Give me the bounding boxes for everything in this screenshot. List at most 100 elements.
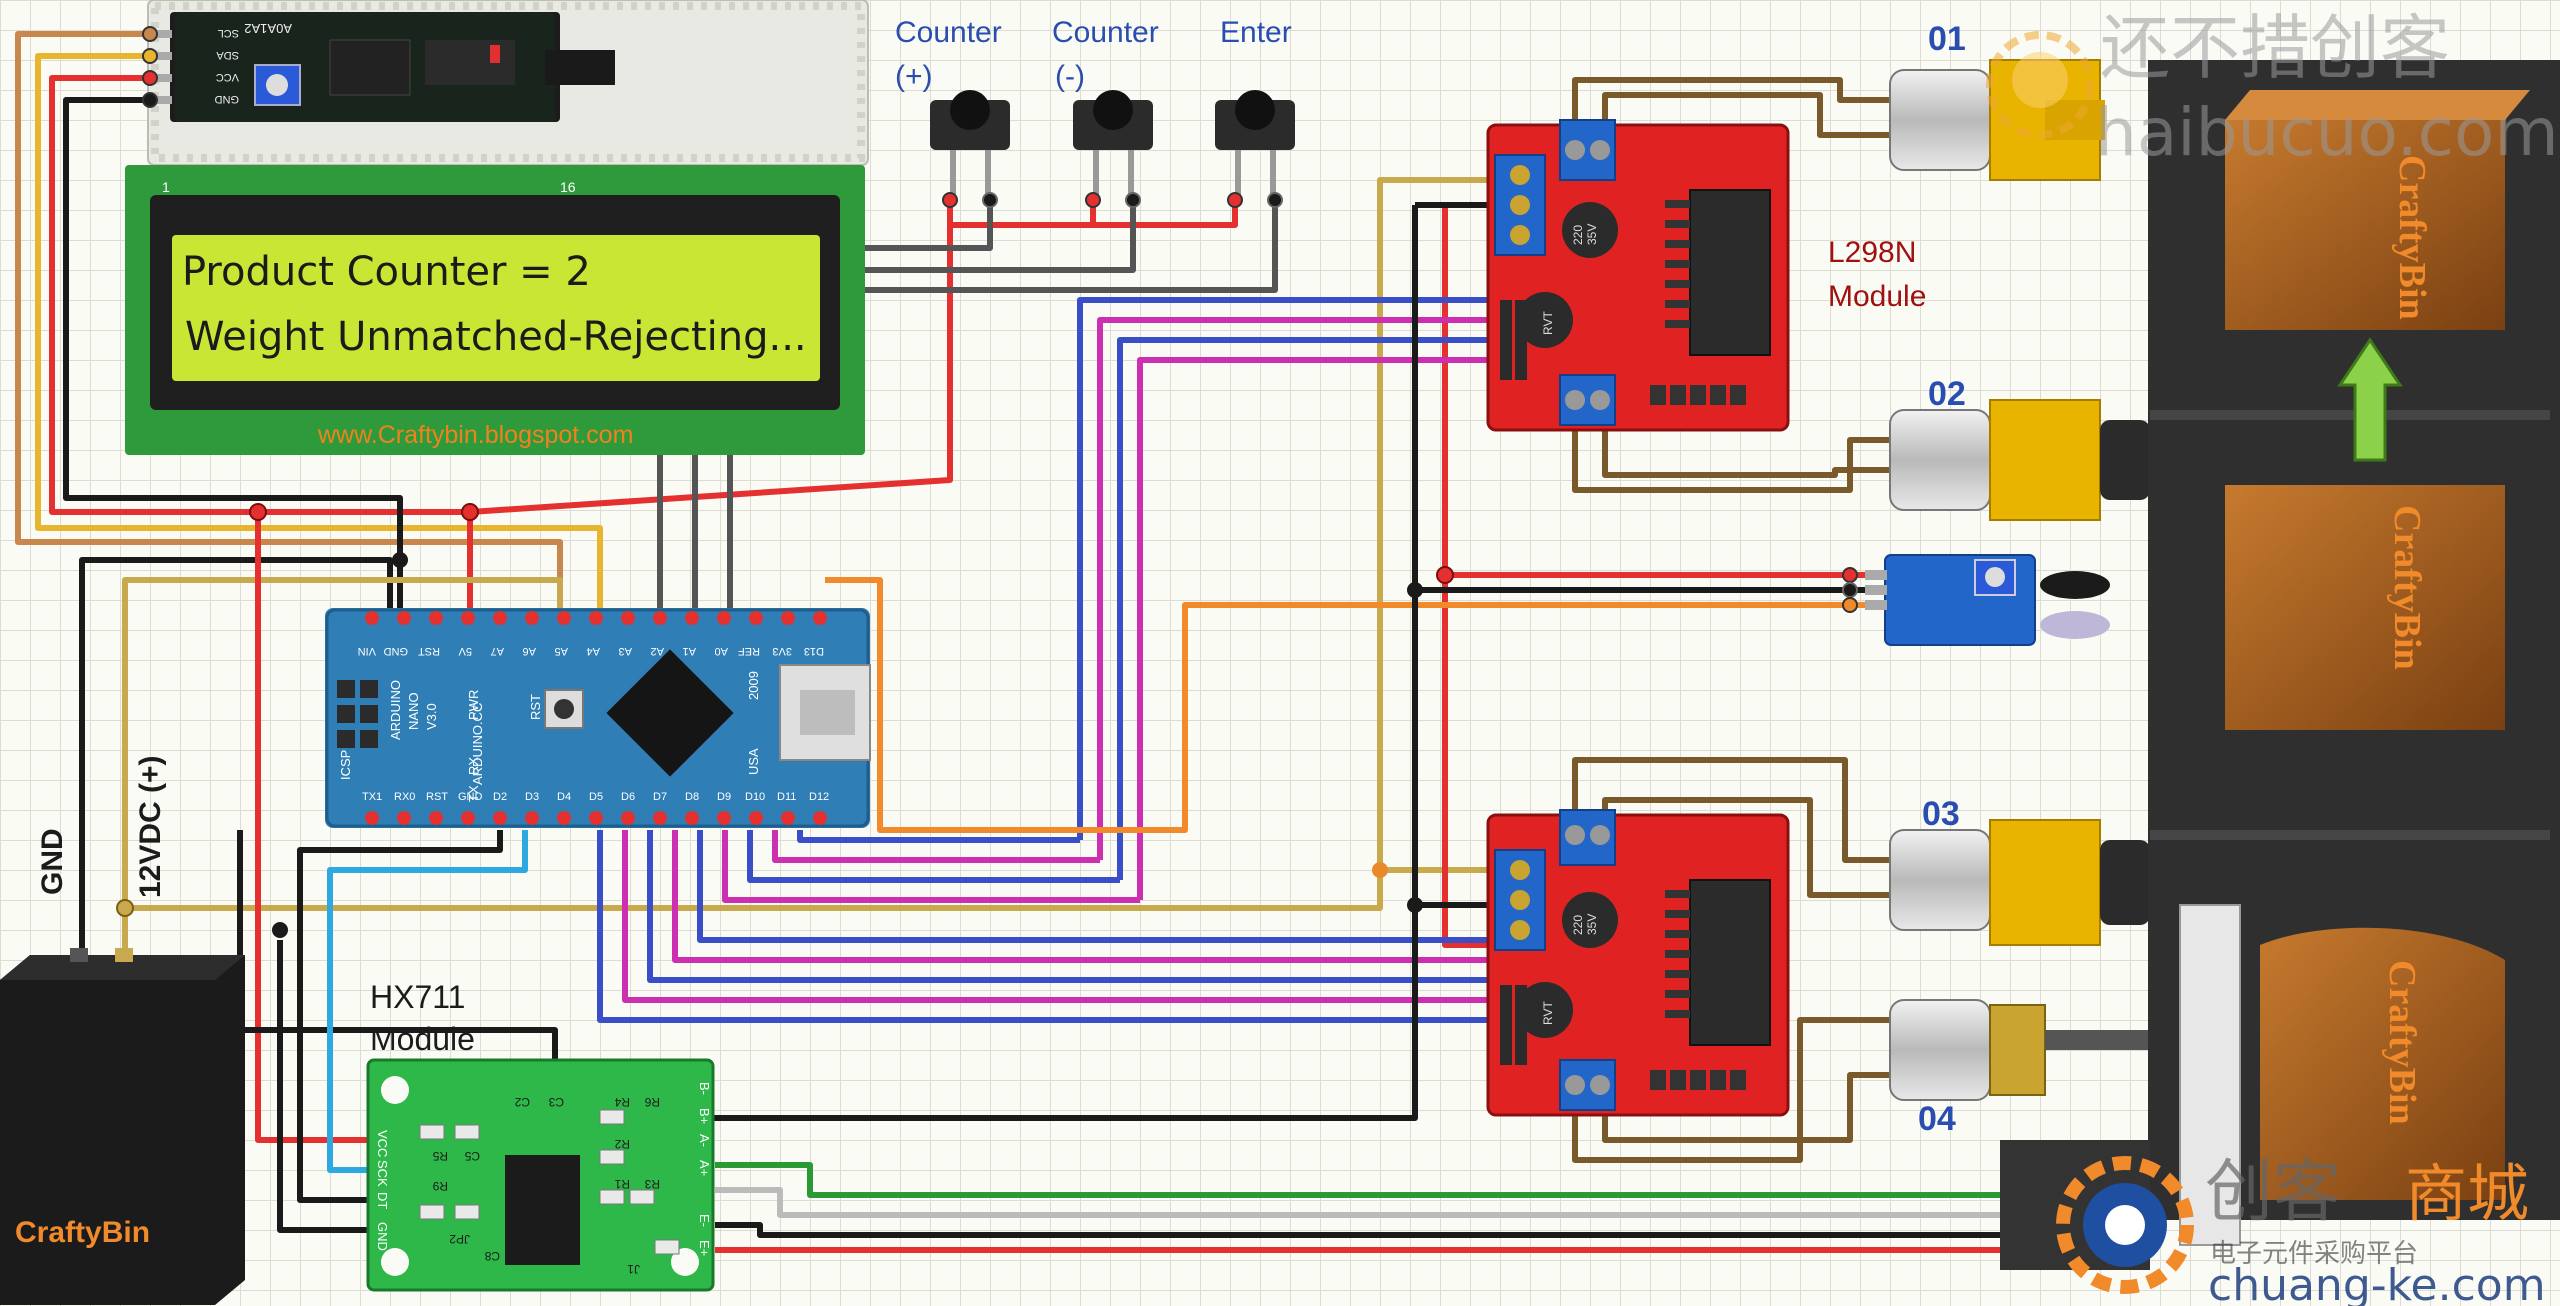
hx711-pin-a-plus: A+ (697, 1160, 712, 1176)
i2c-pin-scl: SCL (218, 27, 239, 39)
vdc-label: 12VDC (+) (134, 755, 167, 898)
nano-pin-a4: A4 (587, 645, 600, 657)
watermark-bottom-cn-right: 商城 (2405, 1157, 2529, 1230)
nano-pin-vin: VIN (358, 645, 376, 657)
wire-load-a-green (715, 1162, 2040, 1198)
wire-motor4-b (1602, 1072, 1890, 1143)
l298n-1-cap-text-3: RVT (1541, 311, 1555, 335)
nano-mcu-chip (606, 649, 734, 777)
nano-pin-rst-bottom: RST (426, 791, 448, 803)
hx711-silk-c2: C2 (514, 1095, 530, 1109)
lcd-pin-1-label: 1 (162, 179, 170, 195)
nano-pin-d9: D9 (717, 791, 731, 803)
motor-2 (1889, 399, 2150, 521)
wire-load-a-white (715, 1187, 2040, 1218)
wire-motor2-a (1572, 420, 1890, 493)
hx711-pin-a-minus: A- (697, 1134, 712, 1147)
hx711-pin-dt: DT (375, 1192, 390, 1209)
hx711-silk-r2: R2 (614, 1137, 630, 1151)
button-2-label-line1: Counter (1052, 16, 1159, 49)
wire-motor4-a (1572, 1017, 1890, 1163)
junction-dots (116, 503, 1454, 938)
up-arrow-icon (2337, 337, 2403, 462)
hx711-pin-e-plus: E+ (697, 1240, 712, 1256)
wire-nano-to-in1 (797, 830, 1080, 843)
motor-1 (1889, 59, 2105, 181)
nano-pin-d13: D13 (804, 645, 824, 657)
nano-pin-d4: D4 (557, 791, 571, 803)
l298n-1-cap-text-2: 35V (1585, 224, 1599, 245)
button-enter[interactable] (1215, 90, 1295, 208)
i2c-connector-dots (142, 26, 158, 108)
i2c-pin-sda: SDA (216, 49, 239, 61)
hx711-silk-jp2: JP2 (449, 1232, 470, 1246)
nano-icsp-header (337, 680, 378, 748)
button-counter-plus[interactable] (930, 90, 1010, 208)
nano-bottom-pins: TX1 RX0 RST GND D2 D3 D4 D5 D6 D7 D8 D9 … (362, 791, 829, 825)
wire-5v-dist (469, 202, 953, 515)
i2c-pin-gnd: GND (215, 93, 240, 105)
nano-pin-gnd-bottom: GND (458, 791, 483, 803)
crate-3-label: CraftyBin (2381, 960, 2423, 1125)
wire-sda (35, 53, 603, 620)
lcd-pin-16-label: 16 (560, 179, 576, 195)
watermark-bottom-cn-left: 创客 (2205, 1153, 2341, 1232)
nano-pin-d5: D5 (589, 791, 603, 803)
nano-pin-d10: D10 (745, 791, 765, 803)
i2c-backpack: A0A1A2 SCL SDA VCC GND (142, 12, 615, 122)
i2c-pin-labels: SCL SDA VCC GND (215, 27, 240, 105)
hx711-silk-r4: R4 (614, 1095, 630, 1109)
hx711-chip (505, 1155, 580, 1265)
hx711-pin-sck: SCK (375, 1160, 390, 1187)
nano-board-text: ARDUINO NANO V3.0 ARDUINO.CC 2009 PWR RS… (338, 671, 761, 802)
motor-1-number: 01 (1928, 20, 1966, 58)
l298n-1-cap-text-1: 220 (1571, 225, 1585, 245)
wire-in4 (1137, 357, 1495, 900)
hx711-silk-c3: C3 (548, 1095, 564, 1109)
wire-load-e-black (715, 1222, 2040, 1238)
i2c-pin-vcc: VCC (216, 71, 239, 83)
crate-3: CraftyBin (2260, 927, 2505, 1200)
button-counter-minus[interactable] (1073, 90, 1153, 208)
wire-12v-main (125, 177, 1488, 911)
l298n-label-line1: L298N (1828, 236, 1916, 269)
nano-pin-gnd-top: GND (384, 645, 409, 657)
wire-gnd-rail (79, 557, 393, 960)
wire-gnd-lcd (63, 97, 403, 620)
nano-pin-tx1: TX1 (362, 791, 382, 803)
hx711-silk-r6: R6 (644, 1095, 660, 1109)
nano-pin-d3: D3 (525, 791, 539, 803)
battery-brand: CraftyBin (15, 1216, 150, 1249)
hx711-pin-b-plus: B+ (697, 1108, 712, 1124)
hx711-silk-r5: R5 (432, 1149, 448, 1163)
hx711-pin-e-minus: E- (697, 1214, 712, 1227)
watermark-top-en: haibucuo.com (2095, 94, 2559, 171)
hx711-silk-r3: R3 (644, 1177, 660, 1191)
watermark-bottom-en: chuang-ke.com (2208, 1260, 2546, 1306)
lightbulb-icon (1986, 31, 2094, 139)
nano-pin-3v3: 3V3 (772, 645, 792, 657)
crate-2: CraftyBin (2225, 485, 2505, 730)
button-3-label-line1: Enter (1220, 16, 1292, 49)
watermark-bottom: 创客 商城 电子元件采购平台 chuang-ke.com (2056, 1153, 2546, 1306)
gear-logo-icon (2056, 1156, 2194, 1294)
wire-nano-to-in4 (722, 830, 1140, 903)
nano-text-brand: ARDUINO.CC (470, 703, 485, 785)
hx711-pin-gnd: GND (375, 1222, 390, 1251)
wire-in2 (1097, 317, 1495, 860)
wire-in3 (1117, 337, 1495, 880)
nano-pin-rst-top: RST (418, 645, 440, 657)
crate-2-label: CraftyBin (2386, 505, 2428, 670)
wire-5v-to-l298n (1442, 202, 1490, 575)
arduino-nano: ARDUINO NANO V3.0 ARDUINO.CC 2009 PWR RS… (325, 608, 871, 828)
nano-label-tx: TX (466, 785, 481, 802)
l298n-2-cap-text-3: RVT (1541, 1001, 1555, 1025)
gnd-label: GND (36, 828, 69, 895)
lcd-screen (172, 235, 820, 381)
lcd-line-2: Weight Unmatched-Rejecting... (185, 314, 807, 360)
crate-1: CraftyBin (2225, 90, 2530, 330)
hx711-label-line2: Module (370, 1021, 475, 1057)
nano-label-rst: RST (528, 694, 543, 720)
